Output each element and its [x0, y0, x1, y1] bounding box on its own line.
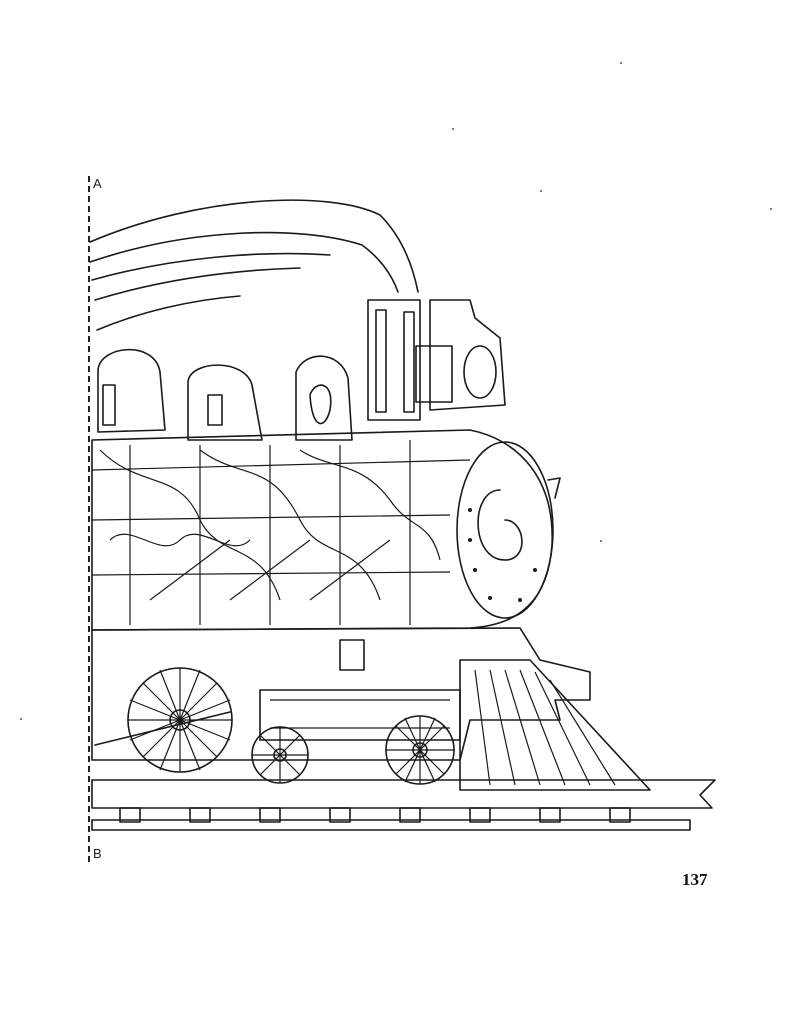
- domes: [97, 348, 353, 441]
- marker-b: B: [93, 846, 102, 861]
- page-number: 137: [682, 870, 708, 889]
- track: [91, 779, 716, 831]
- boiler: [91, 429, 553, 631]
- alignment-cut-line: [88, 176, 90, 862]
- cow-catcher: [459, 659, 651, 791]
- cab: [415, 299, 506, 411]
- smokestack: [367, 299, 421, 421]
- scan-speck: [452, 128, 454, 130]
- pilot-wheel: [385, 715, 455, 785]
- drive-wheel-small: [251, 726, 309, 784]
- scan-speck: [770, 208, 772, 210]
- scan-speck: [540, 190, 542, 192]
- scan-speck: [620, 62, 622, 64]
- frame: [91, 627, 591, 761]
- smoke-plume: [89, 199, 419, 331]
- marker-a: A: [93, 176, 102, 191]
- drive-wheel-large: [127, 667, 233, 773]
- smokebox-front: [456, 441, 561, 619]
- connecting-rod: [94, 711, 231, 746]
- scan-speck: [600, 540, 602, 542]
- scan-speck: [20, 718, 22, 720]
